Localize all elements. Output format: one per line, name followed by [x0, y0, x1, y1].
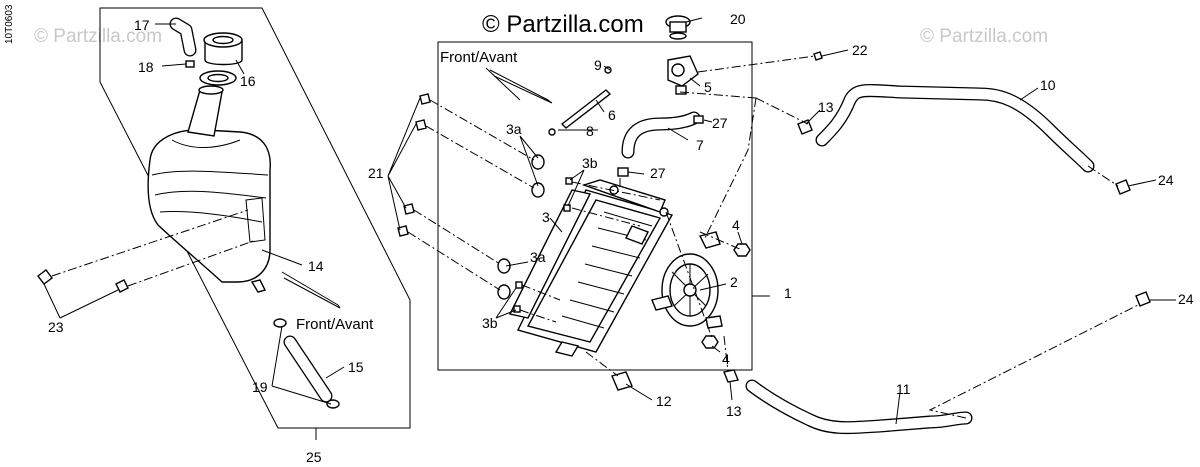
- grommet-3a-2[interactable]: [531, 182, 545, 198]
- hose-clamp-lower[interactable]: [617, 167, 629, 177]
- callout-27-top: 27: [712, 115, 728, 131]
- vent-clamp[interactable]: [185, 60, 195, 68]
- callout-3b-top: 3b: [582, 155, 598, 171]
- nut-4-lower[interactable]: [701, 335, 719, 349]
- callout-20: 20: [730, 11, 746, 27]
- reservoir-screw-1[interactable]: [37, 269, 53, 285]
- radiator-group: Front/Avant: [387, 15, 816, 401]
- reservoir-group: Front/Avant: [37, 7, 411, 440]
- callout-27-bottom: 27: [650, 165, 666, 181]
- callout-1: 1: [784, 285, 792, 301]
- callout-23: 23: [48, 319, 64, 335]
- callout-17: 17: [134, 17, 150, 33]
- callout-11: 11: [896, 381, 911, 397]
- hose-clamp-upper[interactable]: [693, 115, 704, 124]
- hose-clamp-24-lower[interactable]: [1135, 291, 1151, 307]
- callout-25: 25: [306, 449, 322, 465]
- bolt-21-2[interactable]: [415, 119, 427, 131]
- callout-16: 16: [240, 73, 256, 89]
- spacer-3b-2[interactable]: [563, 204, 571, 212]
- small-clip[interactable]: [604, 66, 612, 74]
- hose-clamp-24-upper[interactable]: [1115, 179, 1131, 195]
- callout-22: 22: [852, 42, 868, 58]
- callout-4-bottom: 4: [722, 351, 730, 367]
- callout-6: 6: [608, 107, 616, 123]
- cooling-fan[interactable]: [651, 231, 723, 329]
- radiator-screw[interactable]: [548, 128, 556, 136]
- radiator-front-label: Front/Avant: [440, 49, 518, 66]
- callout-4-top: 4: [732, 217, 740, 233]
- reservoir-cap[interactable]: [199, 32, 243, 86]
- callout-21: 21: [368, 165, 384, 181]
- spacer-3b-1[interactable]: [565, 177, 573, 185]
- callout-24-top: 24: [1158, 172, 1174, 188]
- callout-2: 2: [730, 274, 738, 290]
- callout-24-bottom: 24: [1178, 291, 1194, 307]
- screw-22[interactable]: [813, 51, 823, 61]
- nut-4-upper[interactable]: [733, 243, 751, 257]
- callout-3: 3: [542, 209, 550, 225]
- watermark-center: © Partzilla.com: [482, 11, 644, 38]
- bolt-21-4[interactable]: [397, 225, 409, 237]
- reservoir-front-label: Front/Avant: [296, 316, 374, 333]
- callout-13-bottom: 13: [726, 403, 742, 419]
- callouts: 17 18 16 14 15 19 23 25 20 22 9 5 6 8 27…: [48, 11, 1194, 465]
- spacer-3b-4[interactable]: [513, 305, 521, 313]
- grommet-3a-4[interactable]: [497, 284, 511, 300]
- grommet-3a-3[interactable]: [497, 258, 511, 274]
- reservoir-tank[interactable]: [147, 129, 271, 283]
- callout-8: 8: [586, 123, 594, 139]
- hose-clamp-13-upper[interactable]: [797, 119, 813, 135]
- watermark-left: © Partzilla.com: [34, 26, 162, 47]
- callout-13-top: 13: [818, 99, 834, 115]
- callout-3a-top: 3a: [506, 121, 522, 137]
- hose-clamp-13-lower[interactable]: [723, 369, 739, 383]
- callout-7: 7: [696, 137, 704, 153]
- callout-3b-bottom: 3b: [482, 315, 498, 331]
- drain-clamp-top[interactable]: [273, 318, 287, 328]
- callout-19: 19: [252, 379, 268, 395]
- bolt-21-1[interactable]: [419, 93, 431, 105]
- spacer-3b-3[interactable]: [515, 281, 523, 289]
- thermostat-housing[interactable]: [667, 55, 699, 95]
- callout-12: 12: [656, 393, 672, 409]
- reservoir-group-frame: [99, 7, 411, 429]
- reservoir-screw-2[interactable]: [115, 279, 129, 293]
- radiator-core[interactable]: [508, 179, 674, 357]
- callout-3a-bottom: 3a: [530, 249, 546, 265]
- bolt-21-3[interactable]: [403, 203, 415, 215]
- callout-14: 14: [308, 258, 324, 274]
- radiator-cap[interactable]: [665, 15, 691, 40]
- callout-15: 15: [348, 359, 364, 375]
- reservoir-neck: [187, 89, 223, 137]
- callout-5: 5: [704, 79, 712, 95]
- drawing-code: 10T0603: [4, 4, 15, 44]
- drain-fitting[interactable]: [611, 371, 633, 391]
- radiator-spring[interactable]: [560, 89, 612, 129]
- hoses-group: [723, 49, 1176, 435]
- callout-10: 10: [1040, 77, 1056, 93]
- radiator-group-frame: [437, 41, 753, 371]
- watermark-right: © Partzilla.com: [920, 26, 1048, 47]
- grommet-3a-1[interactable]: [531, 154, 545, 170]
- callout-9: 9: [594, 57, 602, 73]
- callout-18: 18: [138, 59, 154, 75]
- drain-clamp-bottom[interactable]: [326, 399, 340, 409]
